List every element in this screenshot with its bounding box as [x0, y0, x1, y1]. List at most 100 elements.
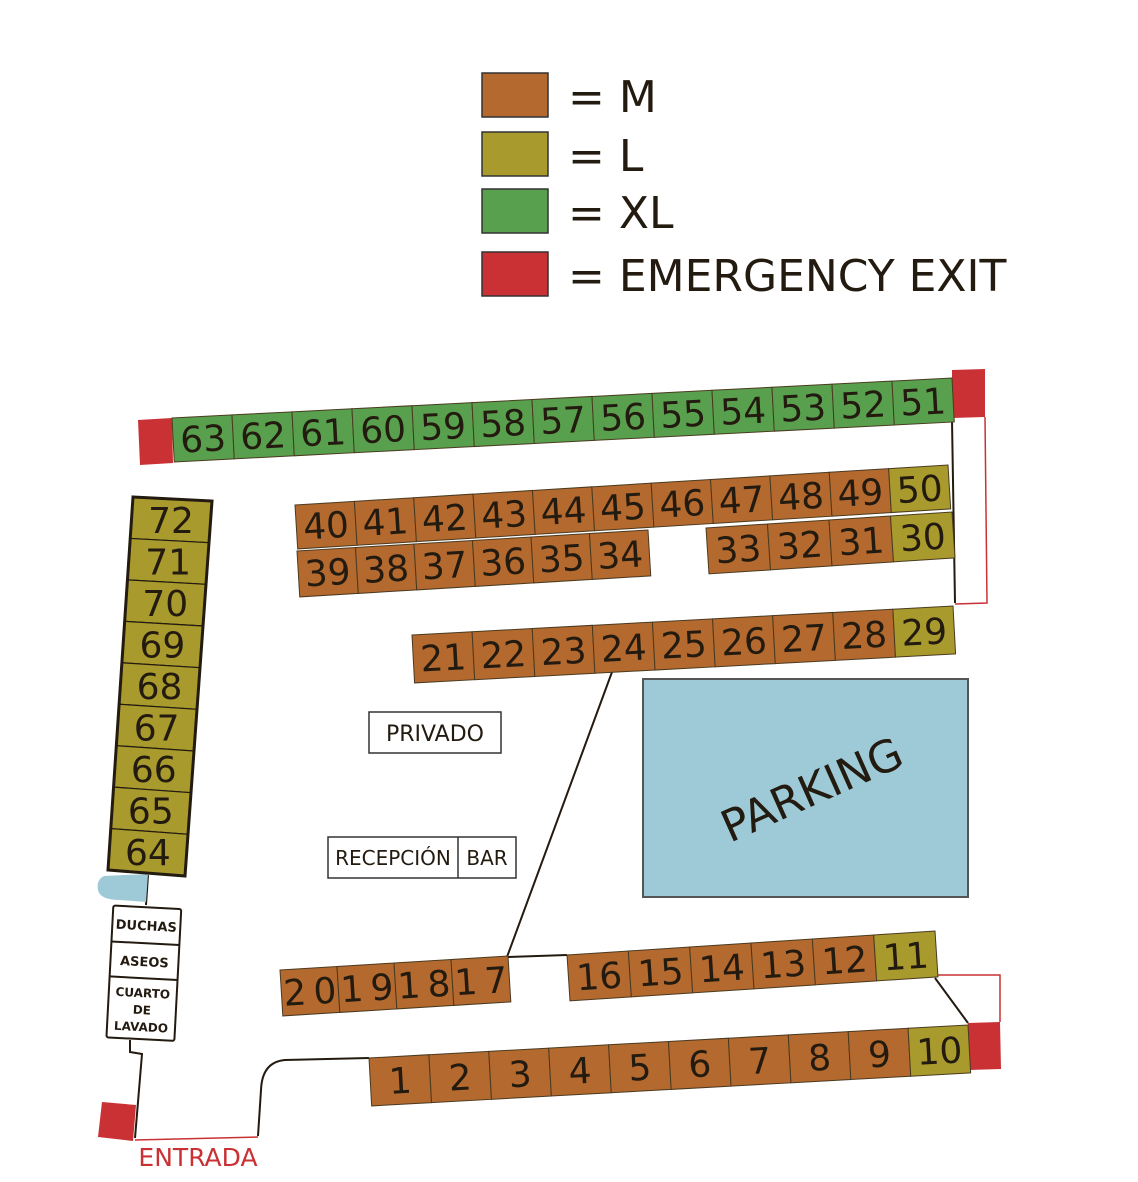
pitch-62[interactable]: 62: [231, 411, 295, 460]
pitch-32[interactable]: 32: [766, 519, 833, 571]
pitch-number: 21: [419, 637, 467, 680]
pitch-12[interactable]: 12: [811, 934, 878, 986]
pitch-number: 55: [659, 394, 707, 437]
pitch-68[interactable]: 68: [118, 662, 201, 710]
pitch-64[interactable]: 64: [107, 827, 189, 877]
pitch-43[interactable]: 43: [472, 489, 536, 539]
pitch-22[interactable]: 22: [471, 628, 536, 681]
pitch-3[interactable]: 3: [488, 1047, 552, 1100]
pitch-18[interactable]: 18: [393, 958, 455, 1010]
building-recepcion-bar[interactable]: RECEPCIÓN BAR: [327, 836, 517, 879]
pitch-number: 22: [480, 634, 528, 677]
pitch-71[interactable]: 71: [126, 537, 210, 585]
pitch-26[interactable]: 26: [712, 615, 776, 668]
pitch-61[interactable]: 61: [291, 408, 355, 457]
pitch-16[interactable]: 16: [566, 950, 632, 1002]
pitch-49[interactable]: 49: [828, 468, 892, 517]
pitch-23[interactable]: 23: [531, 624, 596, 678]
lavado-label-2: DE: [132, 1003, 151, 1018]
pitch-48[interactable]: 48: [769, 471, 833, 521]
pitch-2[interactable]: 2: [428, 1050, 492, 1104]
pitch-number: 9: [867, 1034, 892, 1076]
pitch-13[interactable]: 13: [750, 938, 816, 990]
utility-connector-line: [145, 874, 149, 906]
parking-area[interactable]: PARKING: [642, 678, 969, 898]
pitch-21[interactable]: 21: [411, 631, 476, 684]
pitch-33[interactable]: 33: [705, 523, 772, 575]
pitch-39[interactable]: 39: [296, 546, 359, 598]
pitch-70[interactable]: 70: [124, 579, 207, 627]
pitch-number: 52: [839, 384, 887, 427]
pitch-17[interactable]: 17: [450, 955, 512, 1006]
pitch-number: 63: [179, 418, 227, 461]
pitch-28[interactable]: 28: [832, 608, 896, 661]
pitch-60[interactable]: 60: [351, 405, 415, 454]
pitch-25[interactable]: 25: [651, 618, 716, 671]
pitch-27[interactable]: 27: [772, 611, 836, 665]
pitch-number: 39: [304, 552, 352, 596]
building-privado[interactable]: PRIVADO: [368, 711, 502, 754]
pitch-69[interactable]: 69: [121, 620, 204, 669]
pitch-19[interactable]: 19: [336, 962, 398, 1013]
pitch-65[interactable]: 65: [110, 786, 192, 835]
pitch-number: 3: [508, 1054, 533, 1096]
pitch-9[interactable]: 9: [847, 1027, 912, 1081]
pitch-72[interactable]: 72: [129, 496, 213, 544]
pitch-31[interactable]: 31: [828, 515, 895, 567]
pitch-38[interactable]: 38: [354, 543, 418, 594]
pitch-1[interactable]: 1: [368, 1054, 433, 1107]
pitch-51[interactable]: 51: [891, 377, 955, 426]
pitch-50[interactable]: 50: [888, 464, 952, 514]
pitch-7[interactable]: 7: [727, 1034, 792, 1087]
pitch-58[interactable]: 58: [471, 399, 535, 448]
pitch-30[interactable]: 30: [889, 511, 956, 563]
pitch-41[interactable]: 41: [353, 497, 417, 546]
pitch-35[interactable]: 35: [530, 532, 593, 584]
pitch-number: 23: [540, 631, 588, 674]
pitch-59[interactable]: 59: [411, 402, 475, 451]
pitch-10[interactable]: 10: [907, 1024, 972, 1077]
diagonal-path-line: [505, 671, 613, 959]
pitch-number: 26: [720, 621, 768, 664]
pitch-55[interactable]: 55: [651, 389, 715, 438]
pitch-53[interactable]: 53: [771, 383, 835, 432]
pitch-52[interactable]: 52: [831, 380, 895, 429]
pitch-4[interactable]: 4: [548, 1044, 612, 1097]
pitch-46[interactable]: 46: [650, 479, 714, 528]
pitch-6[interactable]: 6: [667, 1037, 732, 1090]
pitch-11[interactable]: 11: [873, 930, 939, 982]
pitch-number: 6: [687, 1044, 712, 1086]
pitch-20[interactable]: 20: [279, 965, 341, 1017]
pitch-5[interactable]: 5: [608, 1040, 672, 1094]
pitch-14[interactable]: 14: [689, 942, 755, 994]
pitch-40[interactable]: 40: [294, 500, 358, 550]
pitch-37[interactable]: 37: [413, 539, 476, 591]
pitch-number: 24: [600, 627, 648, 670]
pitch-number: 50: [896, 468, 944, 512]
pitch-47[interactable]: 47: [710, 475, 774, 524]
pitch-number: 16: [575, 956, 623, 1000]
pitch-44[interactable]: 44: [531, 486, 596, 535]
pitch-number: 14: [698, 948, 746, 992]
building-services[interactable]: DUCHAS ASEOS CUARTO DE LAVADO: [105, 904, 183, 1042]
pitch-66[interactable]: 66: [112, 745, 195, 794]
pitch-63[interactable]: 63: [171, 414, 235, 463]
pitch-number: 60: [359, 409, 407, 452]
pitch-number: 27: [780, 618, 828, 661]
pitch-number: 30: [899, 517, 947, 561]
pitch-34[interactable]: 34: [588, 529, 652, 580]
pitch-29[interactable]: 29: [892, 605, 957, 658]
pitch-number: 56: [599, 397, 647, 440]
pitch-57[interactable]: 57: [531, 395, 595, 445]
legend-swatch-m: [481, 72, 549, 118]
pitch-42[interactable]: 42: [413, 493, 477, 543]
pitch-45[interactable]: 45: [591, 482, 655, 532]
pitch-24[interactable]: 24: [591, 621, 656, 674]
pitch-54[interactable]: 54: [711, 386, 775, 435]
pitch-56[interactable]: 56: [591, 392, 655, 441]
pitch-67[interactable]: 67: [115, 703, 198, 752]
pitch-36[interactable]: 36: [471, 536, 535, 587]
pitch-8[interactable]: 8: [787, 1031, 852, 1084]
pitch-15[interactable]: 15: [627, 946, 694, 998]
